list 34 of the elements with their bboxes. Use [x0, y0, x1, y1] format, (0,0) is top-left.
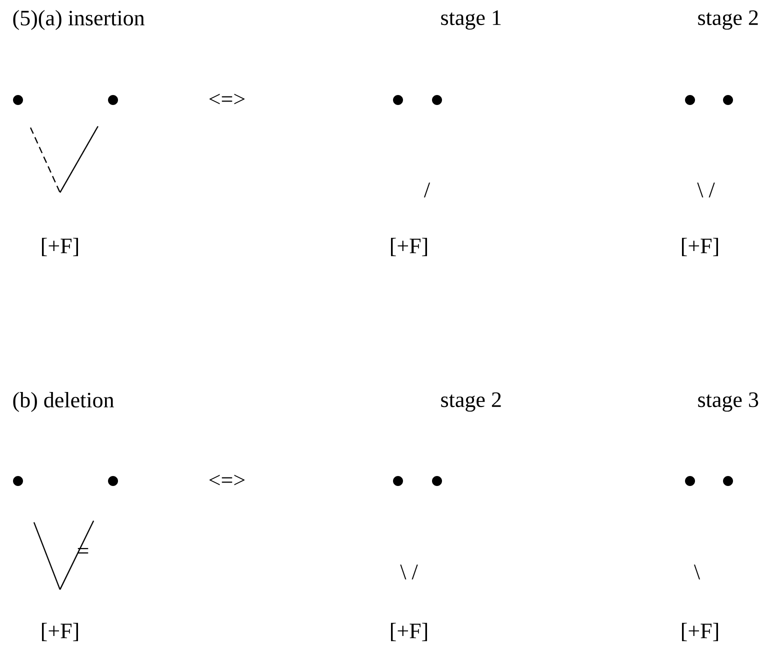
text-label: <=>: [209, 94, 245, 104]
text-label: stage 3: [698, 392, 758, 412]
timing-dot: [108, 95, 118, 105]
association-line: [33, 522, 61, 590]
timing-dot: [393, 95, 403, 105]
feature-label: [+F]: [682, 622, 718, 642]
timing-dot: [13, 95, 23, 105]
text-label: (b) deletion: [13, 392, 114, 412]
timing-dot: [723, 476, 733, 486]
text-label: /: [424, 182, 430, 198]
timing-dot: [723, 95, 733, 105]
text-label: \ /: [400, 564, 418, 580]
feature-label: [+F]: [682, 238, 718, 256]
text-label: stage 2: [698, 10, 758, 30]
timing-dot: [432, 95, 442, 105]
feature-label: [+F]: [391, 238, 427, 256]
text-label: \ /: [697, 182, 715, 198]
association-line: [59, 520, 94, 590]
association-line: [30, 127, 61, 193]
text-label: <=>: [209, 474, 245, 486]
timing-dot: [432, 476, 442, 486]
text-label: (5)(a) insertion: [13, 10, 144, 30]
feature-label: [+F]: [42, 238, 78, 256]
association-line: [59, 126, 98, 193]
feature-label: [+F]: [391, 622, 427, 642]
text-label: stage 2: [441, 392, 501, 412]
timing-dot: [685, 95, 695, 105]
timing-dot: [13, 476, 23, 486]
timing-dot: [393, 476, 403, 486]
timing-dot: [108, 476, 118, 486]
text-label: \: [694, 564, 700, 580]
timing-dot: [685, 476, 695, 486]
feature-label: [+F]: [42, 622, 78, 642]
text-label: stage 1: [441, 10, 501, 30]
